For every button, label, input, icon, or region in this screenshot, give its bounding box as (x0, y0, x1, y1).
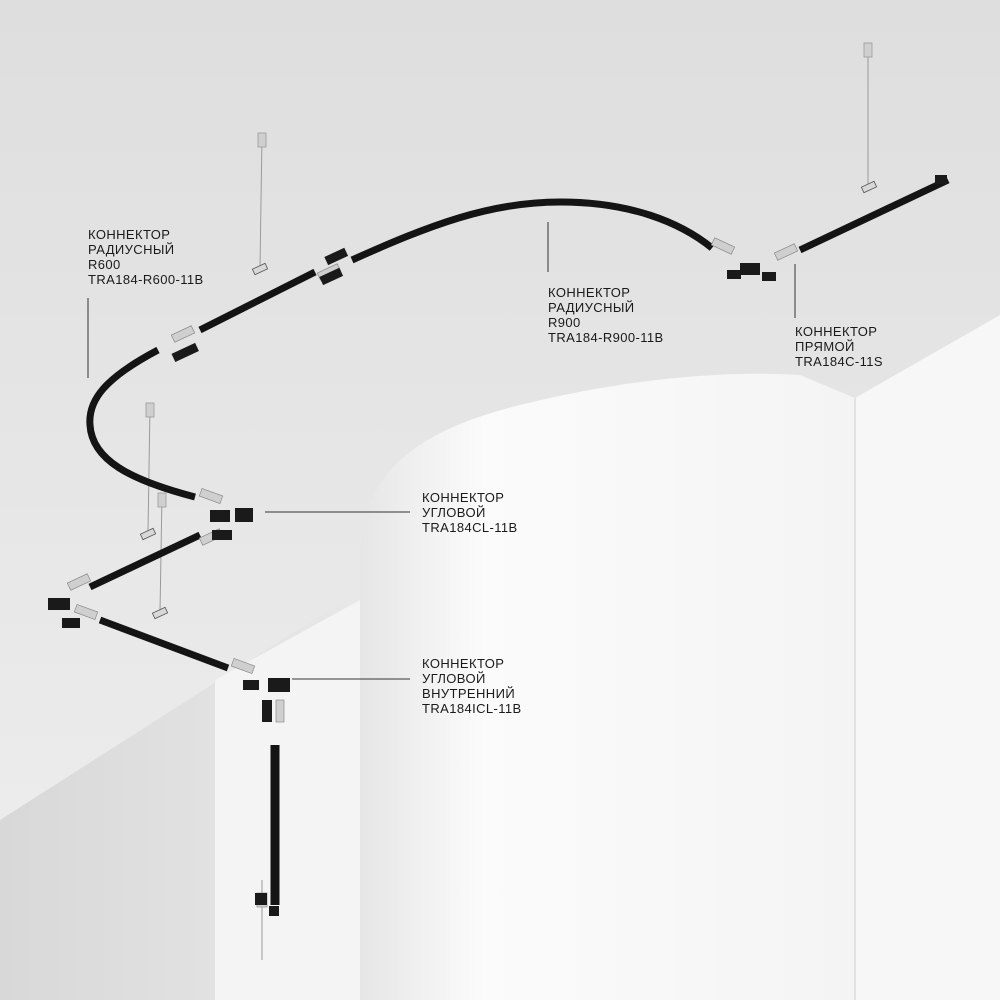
label-line: TRA184CL-11B (422, 520, 518, 535)
right-wall (855, 315, 1000, 1000)
label-line: TRA184C-11S (795, 354, 883, 369)
label-line: R600 (88, 257, 121, 272)
label-line: КОННЕКТОР (548, 285, 631, 300)
label-line: КОННЕКТОР (88, 227, 171, 242)
lower-wall-front (215, 600, 360, 1000)
label-line: УГЛОВОЙ (422, 671, 486, 686)
label-radial-connector-r600: КОННЕКТОР РАДИУСНЫЙ R600 TRA184-R600-11B (88, 227, 204, 287)
leader-lines (87, 222, 796, 680)
label-straight-connector: КОННЕКТОР ПРЯМОЙ TRA184C-11S (795, 324, 883, 369)
label-line: РАДИУСНЫЙ (88, 242, 175, 257)
label-line: КОННЕКТОР (422, 490, 505, 505)
label-radial-connector-r900: КОННЕКТОР РАДИУСНЫЙ R900 TRA184-R900-11B (548, 285, 664, 345)
track-rails (86, 176, 950, 905)
label-inner-corner-connector: КОННЕКТОР УГЛОВОЙ ВНУТРЕННИЙ TRA184ICL-1… (422, 656, 522, 716)
label-corner-connector: КОННЕКТОР УГЛОВОЙ TRA184CL-11B (422, 490, 518, 535)
label-line: РАДИУСНЫЙ (548, 300, 635, 315)
label-line: TRA184-R900-11B (548, 330, 664, 345)
label-line: TRA184-R600-11B (88, 272, 204, 287)
label-line: ПРЯМОЙ (795, 339, 855, 354)
label-line: TRA184ICL-11B (422, 701, 522, 716)
label-line: КОННЕКТОР (795, 324, 878, 339)
label-line: ВНУТРЕННИЙ (422, 686, 516, 701)
label-line: R900 (548, 315, 581, 330)
label-line: УГЛОВОЙ (422, 505, 486, 520)
wire-track-clips (139, 180, 878, 620)
connector-blocks (48, 175, 947, 916)
curved-column (360, 373, 855, 1000)
label-line: КОННЕКТОР (422, 656, 505, 671)
